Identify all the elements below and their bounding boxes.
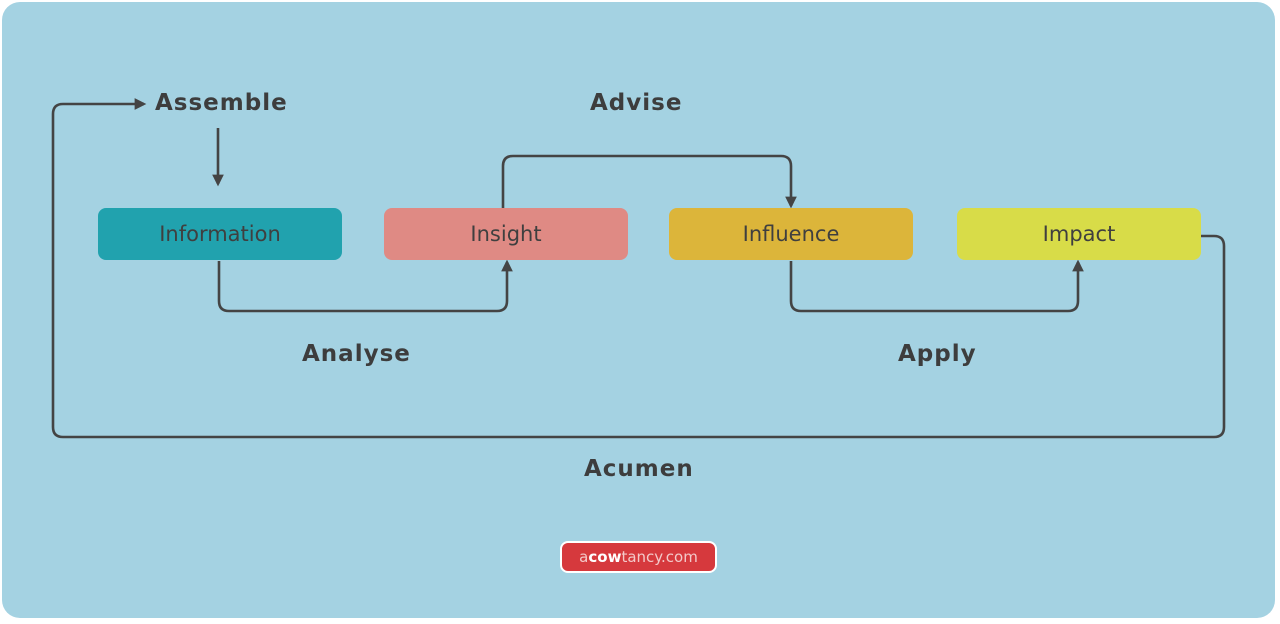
advise-arrow xyxy=(501,154,797,209)
insight-node-label: Insight xyxy=(470,222,542,246)
brand-prefix: a xyxy=(579,548,589,566)
analyse-label: Analyse xyxy=(302,341,411,367)
influence-node: Influence xyxy=(669,208,913,260)
brand-highlight: cow xyxy=(588,548,622,566)
assemble-label: Assemble xyxy=(155,90,288,116)
analyse-arrow xyxy=(217,259,513,313)
impact-node-label: Impact xyxy=(1042,222,1116,246)
acumen-label: Acumen xyxy=(584,456,694,482)
apply-arrow xyxy=(789,259,1084,313)
impact-node: Impact xyxy=(957,208,1201,260)
brand-suffix: tancy.com xyxy=(621,548,698,566)
apply-label: Apply xyxy=(898,341,977,367)
insight-node: Insight xyxy=(384,208,628,260)
advise-label: Advise xyxy=(590,90,683,116)
information-node: Information xyxy=(98,208,342,260)
acumen-loop-arrow xyxy=(51,98,1226,439)
information-node-label: Information xyxy=(159,222,281,246)
influence-node-label: Influence xyxy=(742,222,840,246)
